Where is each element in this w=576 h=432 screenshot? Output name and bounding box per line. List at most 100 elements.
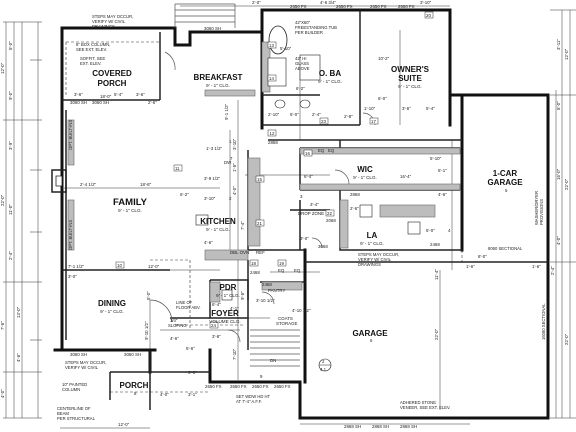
note-steps-top-1: STEPS MAY OCCUR, (92, 14, 133, 19)
window-3060-porch-right: 3060 SH (92, 100, 109, 105)
room-kitchen-clg: 9' - 1" CLG. (206, 227, 230, 232)
note-painted-column-1: 10" PAINTED (62, 382, 87, 387)
dim-garage-1: 3'-10 1/2" (256, 298, 275, 303)
tag-num-2: 2 (229, 196, 232, 201)
window-2650-top-2: 2650 FX (336, 4, 353, 9)
room-covered-porch-2: PORCH (98, 79, 127, 88)
dim-suite-2: 6'-0" (378, 96, 387, 101)
dim-top-2: 4'-6 3/4" (320, 0, 337, 5)
dim-wic-4: 6'-1" (438, 168, 447, 173)
label-storage: STORAGE (276, 321, 297, 326)
dim-la-3: 5'-0" (426, 228, 435, 233)
dim-ba-5: 6'-2" (296, 86, 305, 91)
room-foyer: FOYER (211, 309, 239, 318)
room-owners-suite-1: OWNER'S (391, 65, 430, 74)
dryer (407, 221, 421, 235)
window-3060-top: 3060 SH (204, 26, 221, 31)
room-owners-suite-clg: 9' - 1" CLG. (398, 84, 422, 89)
dim-dining-2: 12'-0" (148, 264, 160, 269)
dim-suite-1: 10'-2" (378, 56, 390, 61)
dim-dining-1: 7'-1 1/2" (68, 264, 85, 269)
note-stone-1: ADHERED STONE (400, 400, 436, 405)
window-3060-dining-right: 3060 SH (124, 352, 141, 357)
dim-wic-1: 6'-4" (304, 174, 313, 179)
dim-left-outer-2: 22'-0" (0, 194, 5, 206)
label-eq-3: EQ (318, 148, 325, 153)
door-2068: 2068 (326, 218, 336, 223)
tag-num-3: 3 (300, 194, 303, 199)
room-o-ba: O. BA (319, 69, 341, 78)
note-line-floor-2: FLOOR ABV. (176, 305, 201, 310)
note-box-column-1: 8" BOX COLUMN, (76, 42, 110, 47)
note-steps-mid-1: STEPS MAY OCCUR, (358, 252, 399, 257)
window-2868-bottom-3: 2868 SH (400, 424, 417, 429)
dim-wic-3: 5'-10" (430, 156, 442, 161)
dim-left-inner-4: 11'-0" (8, 204, 13, 215)
dim-kitchen-4: 4'-6" (204, 240, 213, 245)
note-centerline-3: PER STRUCTURAL (57, 416, 96, 421)
dim-foyer-5: 6'-4" (212, 302, 221, 307)
dim-family-width: 18'-8" (140, 182, 152, 187)
note-steps-bottom-2: VERIFY W/ CIVIL (65, 365, 99, 370)
sink-1 (274, 99, 286, 109)
room-garage: GARAGE (352, 329, 388, 338)
door-3068: 3068 (318, 244, 328, 249)
room-wic: WIC (357, 165, 373, 174)
dim-wic-5: 4'-6" (438, 192, 447, 197)
dim-right-inner-3: 16'-0" (556, 168, 561, 180)
note-centerline-2: BEAM (57, 411, 69, 416)
room-family: FAMILY (113, 197, 148, 208)
tag-5: 13 (269, 43, 274, 48)
tag-num-6: 6 (370, 338, 373, 343)
dim-porch2-4: 3'-0" (188, 370, 197, 375)
note-washer-dryer-1: WASHER/DRYER (534, 191, 539, 225)
note-box-column-2: SEE EXT. ELEV. (76, 47, 107, 52)
label-eq-1: EQ (278, 268, 285, 273)
window-3060-dining: 3060 SH (70, 352, 87, 357)
dim-kitchen-1: 1'-3 1/2" (206, 146, 223, 151)
window-2650-bottom-1: 2650 FX (205, 384, 222, 389)
tag-num-1: 1 (229, 139, 232, 144)
dim-porch-width: 18'-0" (100, 94, 112, 99)
dim-foyer-4: 4'-1" (230, 306, 239, 311)
note-steps-mid-3: DRAWINGS (358, 262, 381, 267)
tag-14: 23 (321, 119, 326, 124)
exterior-walls (53, 8, 550, 420)
tag-2: 12 (270, 131, 275, 136)
note-opt-built-ins-2: OPT. BUILT-INS (68, 220, 73, 250)
dim-family-6-2: 6'-2" (180, 192, 189, 197)
note-centerline-1: CENTERLINE OF (57, 406, 91, 411)
door-2468-kitchen: 2468 (250, 270, 260, 275)
note-set-window-2: AT 7'-4" A.F.F. (236, 399, 262, 404)
label-drop-zone: DROP ZONE (298, 211, 324, 216)
dim-dining-3: 5'-0" (146, 291, 151, 300)
annotation-notes: STEPS MAY OCCUR, VERIFY W/ CIVIL DRAWING… (57, 14, 546, 421)
dim-garage-2: 4'-10 1/2" (292, 308, 311, 313)
dim-left-inner-7: 4'-6" (16, 353, 21, 362)
dim-kitchen-v2: 3'-10" (232, 138, 237, 150)
note-steps-mid-2: VERIFY W/ CIVIL (358, 257, 392, 262)
room-breakfast-clg: 9' - 1" CLG. (206, 83, 230, 88)
window-2650-top-3: 2650 FX (370, 4, 387, 9)
room-covered-porch-1: COVERED (92, 69, 132, 78)
tag-6: 14 (269, 76, 274, 81)
note-tub-2: FREESTANDING TUB (295, 25, 337, 30)
note-line-floor-1: LINE OF (176, 300, 193, 305)
window-2650-top-1: 2650 FX (290, 4, 307, 9)
room-dining-clg: 9' - 1" CLG. (100, 309, 124, 314)
room-kitchen: KITCHEN (200, 217, 236, 226)
dim-kitchen-v3: 1'-5" (232, 163, 237, 172)
note-tub-3: PER BUILDER (295, 30, 323, 35)
dim-porch2-3: 3'-1" (188, 392, 197, 397)
dim-ba-2: 5'-0" (290, 112, 299, 117)
dim-garage-4: 11'-4" (434, 269, 439, 280)
room-one-car-garage-1: 1-CAR (493, 169, 518, 178)
dim-right-outer-1: 12'-0" (564, 48, 569, 60)
note-steps-top-3: DRAWINGS (92, 24, 115, 29)
note-tub-1: 42"X60" (295, 20, 311, 25)
dim-right-inner-5: 2'-4" (550, 266, 555, 275)
room-la: LA (367, 231, 378, 240)
label-pantry: PANTRY (268, 288, 285, 293)
dim-suite-3: 2'-8" (344, 114, 353, 119)
dim-kitchen-2: 3'-9 1/2" (204, 176, 221, 181)
